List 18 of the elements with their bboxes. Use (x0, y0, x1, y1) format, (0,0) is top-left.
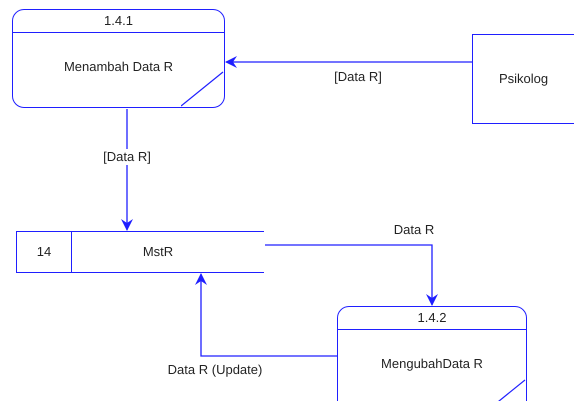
entity-box (472, 34, 574, 124)
process-number: 1.4.1 (104, 12, 133, 30)
process-box (337, 306, 527, 401)
process-label: MengubahData R (381, 355, 483, 373)
process-label: Menambah Data R (64, 58, 174, 76)
process-box (12, 9, 225, 108)
store-label: MstR (142, 243, 174, 262)
entity-label: Psikolog (499, 70, 548, 88)
data-store (16, 231, 264, 273)
process-number: 1.4.2 (418, 309, 446, 328)
edge-label: Data R (394, 222, 434, 238)
edge-label: Data R (Update) (168, 362, 262, 378)
arrow (265, 244, 438, 306)
store-number: 14 (36, 243, 52, 262)
edge-label: [Data R] (334, 69, 382, 85)
arrow (225, 56, 472, 68)
arrow (195, 273, 337, 357)
edge-label: [Data R] (101, 149, 153, 165)
